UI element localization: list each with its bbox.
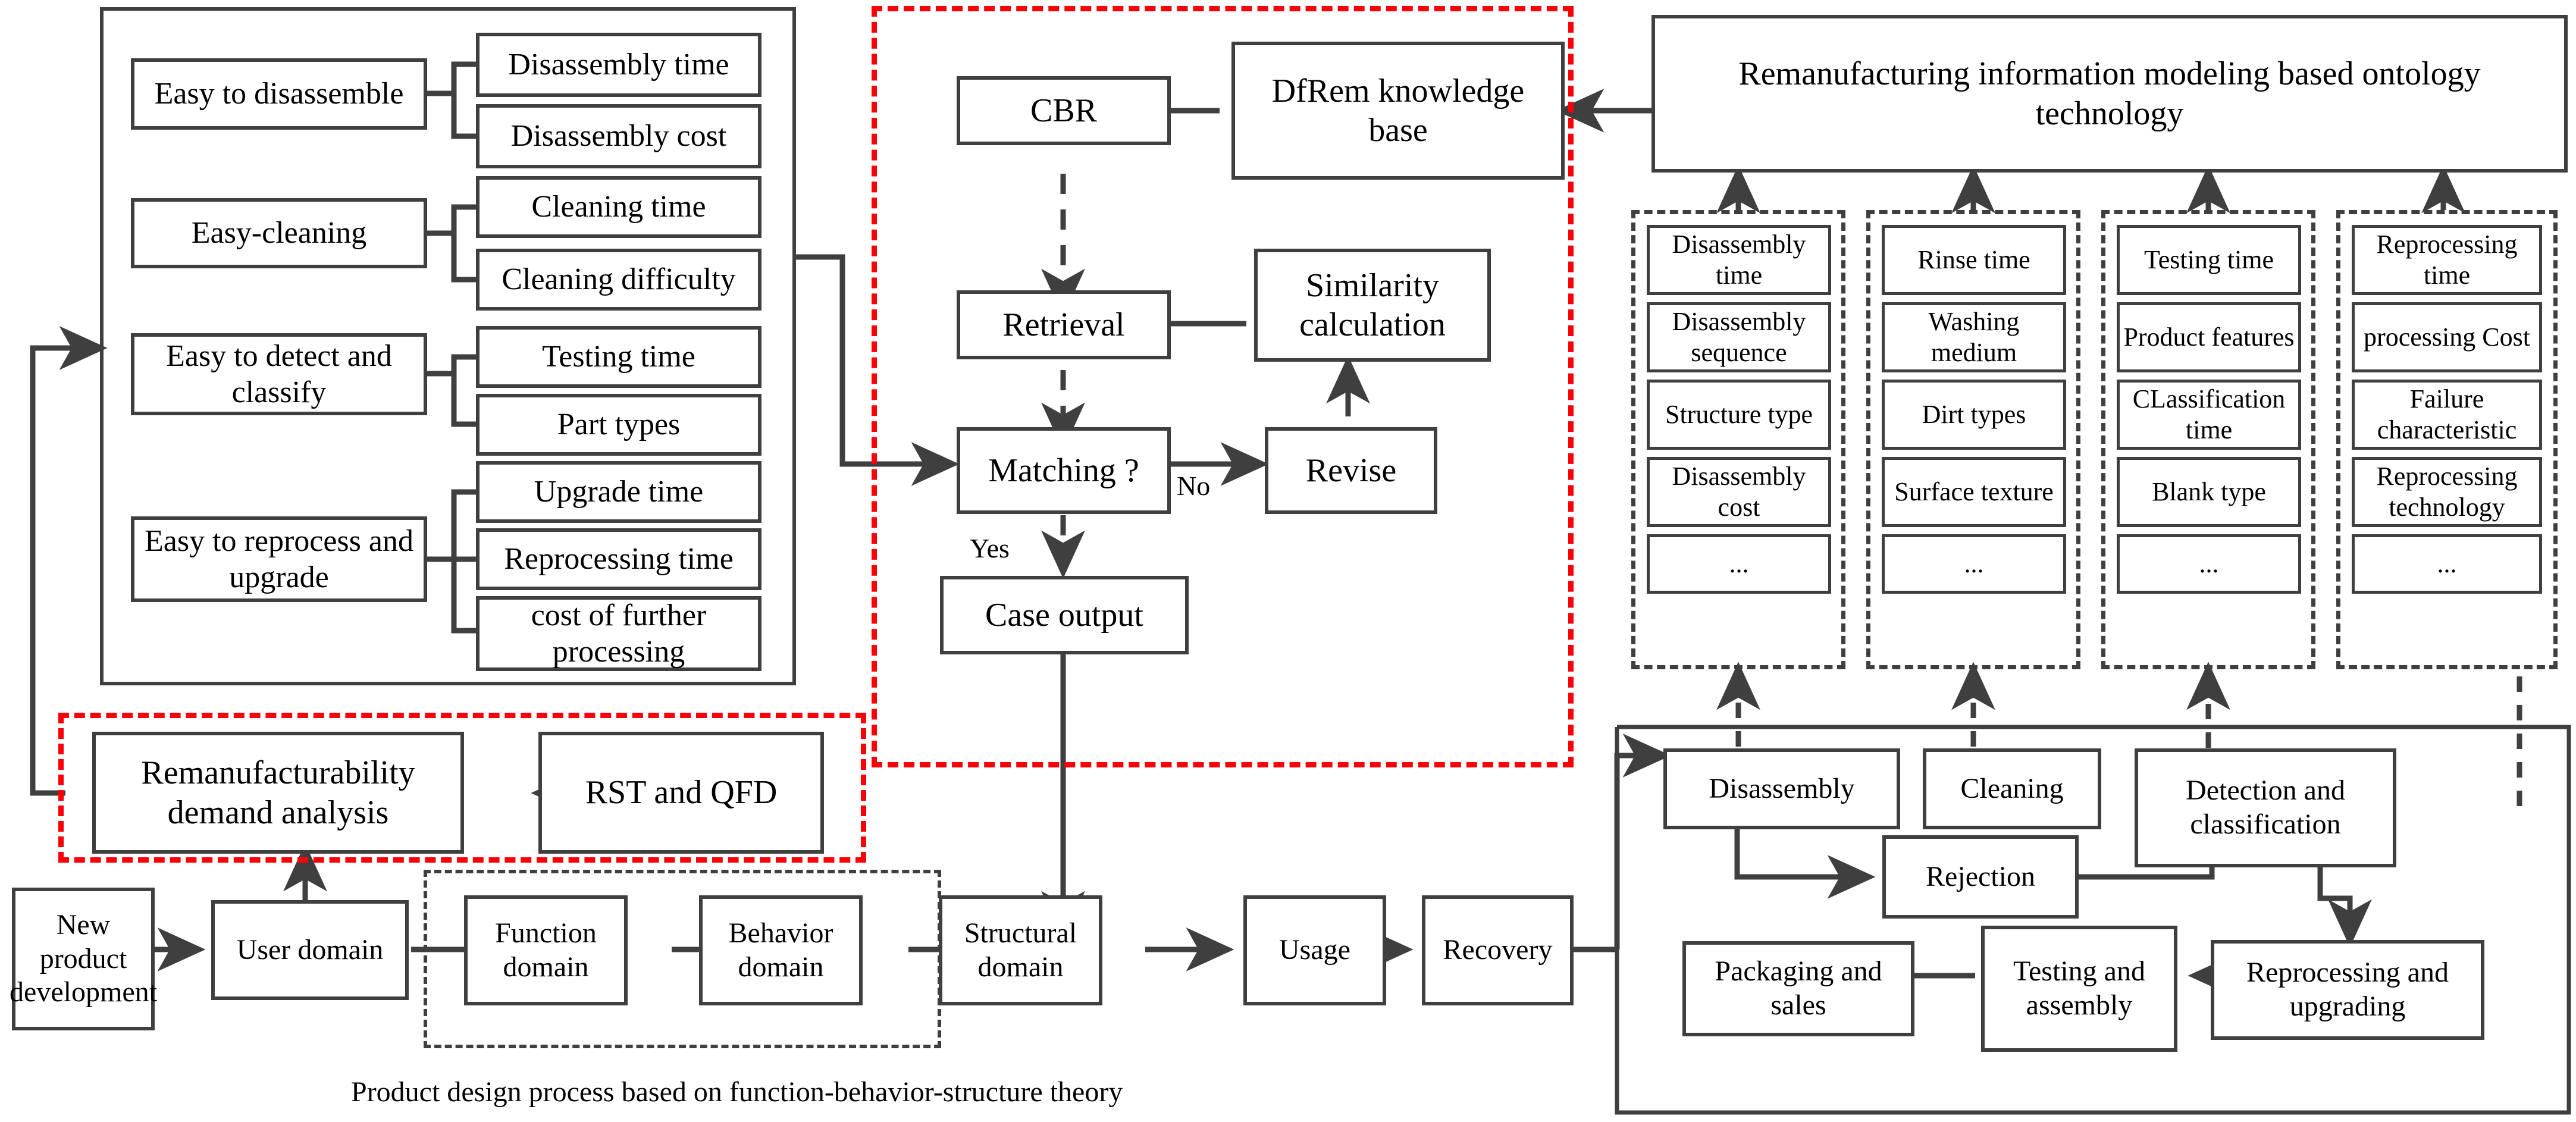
ontology-group-detection: [2101, 210, 2315, 669]
process-rejection[interactable]: Rejection: [1882, 835, 2079, 919]
node-revise[interactable]: Revise: [1265, 427, 1437, 514]
node-user-domain[interactable]: User domain: [211, 900, 409, 1000]
node-usage[interactable]: Usage: [1243, 895, 1386, 1005]
process-packaging-and-sales[interactable]: Packaging and sales: [1682, 941, 1914, 1036]
fbs-caption: Product design process based on function…: [351, 1076, 1123, 1108]
attr-dirt-types[interactable]: Dirt types: [1882, 380, 2066, 450]
attr-disassembly-cost[interactable]: Disassembly cost: [1647, 457, 1831, 527]
metric-disassembly-time[interactable]: Disassembly time: [476, 33, 761, 97]
attr-surface-texture[interactable]: Surface texture: [1882, 457, 2066, 527]
attr-reprocessing-technology[interactable]: Reprocessing technology: [2352, 457, 2542, 527]
process-reprocessing-and-upgrading[interactable]: Reprocessing and upgrading: [2211, 940, 2484, 1040]
criterion-easy-to-disassemble[interactable]: Easy to disassemble: [131, 58, 427, 130]
node-remanufacturability-demand-analysis[interactable]: Remanufacturability demand analysis: [92, 732, 464, 854]
node-cbr[interactable]: CBR: [957, 76, 1171, 145]
node-case-output[interactable]: Case output: [940, 576, 1189, 654]
node-matching[interactable]: Matching ?: [957, 427, 1171, 514]
criterion-easy-cleaning[interactable]: Easy-cleaning: [131, 198, 427, 268]
cbr-region-outline: [872, 6, 1574, 767]
node-new-product-development[interactable]: New product development: [10, 888, 157, 1030]
process-disassembly[interactable]: Disassembly: [1663, 748, 1900, 829]
edge-label-yes: Yes: [970, 533, 1010, 563]
node-behavior-domain[interactable]: Behavior domain: [699, 895, 863, 1005]
metric-testing-time[interactable]: Testing time: [476, 326, 761, 388]
attr-product-features[interactable]: Product features: [2117, 302, 2301, 372]
attr-failure-characteristic[interactable]: Failure characteristic: [2352, 380, 2542, 450]
criterion-easy-to-reprocess-and-upgrade[interactable]: Easy to reprocess and upgrade: [131, 516, 427, 602]
metric-reprocessing-time[interactable]: Reprocessing time: [476, 528, 761, 590]
attr-processing-cost[interactable]: processing Cost: [2352, 302, 2542, 372]
ontology-group-disassembly: [1631, 210, 1845, 669]
attr-reprocessing-more[interactable]: ...: [2352, 534, 2542, 594]
demand-analysis-region-outline: [58, 713, 866, 863]
process-cleaning[interactable]: Cleaning: [1923, 748, 2101, 829]
metric-part-types[interactable]: Part types: [476, 394, 761, 456]
node-rst-and-qfd[interactable]: RST and QFD: [538, 732, 824, 854]
node-dfrem-knowledge-base[interactable]: DfRem knowledge base: [1231, 42, 1565, 180]
node-retrieval[interactable]: Retrieval: [957, 290, 1171, 359]
metric-cleaning-time[interactable]: Cleaning time: [476, 176, 761, 238]
ontology-group-reprocessing: [2336, 210, 2558, 669]
node-function-domain[interactable]: Function domain: [464, 895, 628, 1005]
process-testing-and-assembly[interactable]: Testing and assembly: [1981, 926, 2177, 1052]
attr-rinse-time[interactable]: Rinse time: [1882, 225, 2066, 295]
attr-disassembly-time[interactable]: Disassembly time: [1647, 225, 1831, 295]
attr-disassembly-more[interactable]: ...: [1647, 534, 1831, 594]
criterion-easy-to-detect-and-classify[interactable]: Easy to detect and classify: [131, 333, 427, 415]
attr-classification-time[interactable]: CLassification time: [2117, 380, 2301, 450]
node-structural-domain[interactable]: Structural domain: [939, 895, 1102, 1005]
process-detection-and-classification[interactable]: Detection and classification: [2135, 748, 2396, 867]
metric-cost-of-further-processing[interactable]: cost of further processing: [476, 596, 761, 671]
ontology-group-cleaning: [1866, 210, 2080, 669]
attr-cleaning-more[interactable]: ...: [1882, 534, 2066, 594]
node-recovery[interactable]: Recovery: [1422, 895, 1574, 1005]
dfr-criteria-panel: [100, 7, 796, 685]
edge-label-no: No: [1177, 471, 1211, 501]
attr-disassembly-sequence[interactable]: Disassembly sequence: [1647, 302, 1831, 372]
metric-disassembly-cost[interactable]: Disassembly cost: [476, 104, 761, 168]
attr-blank-type[interactable]: Blank type: [2117, 457, 2301, 527]
ontology-header[interactable]: Remanufacturing information modeling bas…: [1651, 15, 2568, 173]
attr-testing-time[interactable]: Testing time: [2117, 225, 2301, 295]
node-similarity-calculation[interactable]: Similarity calculation: [1254, 249, 1491, 362]
attr-structure-type[interactable]: Structure type: [1647, 380, 1831, 450]
metric-cleaning-difficulty[interactable]: Cleaning difficulty: [476, 249, 761, 311]
attr-detection-more[interactable]: ...: [2117, 534, 2301, 594]
attr-reprocessing-time[interactable]: Reprocessing time: [2352, 225, 2542, 295]
attr-washing-medium[interactable]: Washing medium: [1882, 302, 2066, 372]
metric-upgrade-time[interactable]: Upgrade time: [476, 461, 761, 523]
